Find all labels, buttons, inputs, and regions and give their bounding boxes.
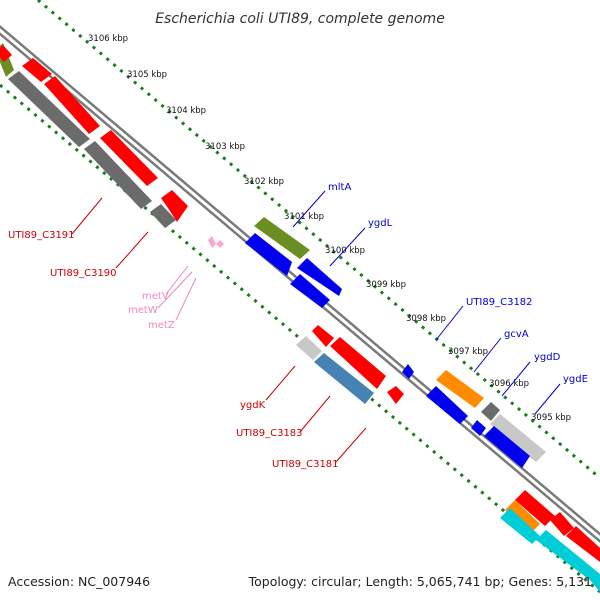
tick-3104: 3104 kbp: [166, 106, 206, 116]
tick-3101: 3101 kbp: [284, 212, 324, 222]
label-gcvA: gcvA: [504, 329, 529, 340]
leader-UTI89_C3182: [435, 305, 464, 341]
leader-ygdK: [265, 365, 296, 401]
topology-text: Topology: circular; Length: 5,065,741 bp…: [248, 574, 592, 589]
gene-group-middle-left: [296, 325, 404, 404]
leader-mltA: [292, 190, 326, 228]
gene-red-lr-2: [550, 512, 574, 536]
gene-lightgrey-6: [490, 414, 546, 462]
leader-metZ: [175, 277, 197, 321]
gene-grey-c: [150, 204, 176, 228]
label-ygdL: ygdL: [368, 218, 393, 229]
gene-blue-6: [484, 426, 530, 468]
gene-blue-4: [426, 386, 468, 424]
tick-3103: 3103 kbp: [205, 142, 245, 152]
gene-group-middle-right: [245, 217, 546, 468]
tick-3097: 3097 kbp: [448, 347, 488, 357]
gene-red-arrow: [161, 190, 188, 222]
tick-3095: 3095 kbp: [531, 413, 571, 423]
tick-3096: 3096 kbp: [489, 379, 529, 389]
leader-UTI89_C3181: [335, 427, 367, 463]
leader-ygdD: [501, 361, 531, 397]
gene-red-ygdK-arrow: [312, 325, 334, 347]
gene-grey-a: [8, 71, 90, 147]
gene-blue-5: [471, 420, 486, 436]
label-metZ: metZ: [148, 320, 175, 331]
gene-orange-lr: [505, 500, 540, 532]
gene-cyan-lr: [500, 508, 540, 544]
tick-3100: 3100 kbp: [325, 246, 365, 256]
label-metW: metW: [128, 305, 158, 316]
gene-group-upper-left: [0, 43, 224, 248]
map-title: Escherichia coli UTI89, complete genome: [155, 11, 445, 27]
leader-gcvA: [473, 337, 502, 373]
gene-blue-2: [297, 258, 342, 296]
gene-red-edge-1: [0, 45, 12, 62]
leader-metW: [157, 271, 193, 309]
gene-grey-5: [481, 402, 500, 421]
tick-3098: 3098 kbp: [406, 314, 446, 324]
label-UTI89_C3182: UTI89_C3182: [466, 297, 533, 308]
leader-ygdL: [329, 227, 366, 267]
label-UTI89_C3183: UTI89_C3183: [236, 428, 303, 439]
tick-3099: 3099 kbp: [366, 280, 406, 290]
tick-3105: 3105 kbp: [127, 70, 167, 80]
gene-orange-gcvA: [436, 370, 484, 408]
gene-group-lower-right: [500, 490, 600, 592]
leader-ygdE: [534, 383, 561, 415]
gene-cyan-lr-2: [536, 530, 600, 592]
label-UTI89_C3190: UTI89_C3190: [50, 268, 117, 279]
label-mltA: mltA: [328, 182, 351, 193]
label-ygdE: ygdE: [563, 374, 588, 385]
leader-metV: [165, 265, 189, 295]
label-ygdK: ygdK: [240, 400, 266, 411]
label-metV: metV: [142, 291, 169, 302]
leader-UTI89_C3190: [115, 231, 149, 269]
gene-grey-b: [84, 141, 152, 209]
gene-red-c: [100, 130, 158, 186]
gene-steelblue-1: [314, 353, 374, 404]
gene-pink-arrows: [208, 236, 224, 248]
tick-3106: 3106 kbp: [88, 34, 128, 44]
tick-3102: 3102 kbp: [244, 177, 284, 187]
gene-red-lr-1: [515, 490, 555, 526]
tick-dots-outer: [37, 0, 600, 480]
tick-line-outer: [37, 0, 600, 480]
leader-UTI89_C3183: [299, 395, 331, 433]
gene-lightgrey-1: [296, 336, 322, 360]
accession-text: Accession: NC_007946: [8, 574, 150, 589]
tick-labels: 3106 kbp 3105 kbp 3104 kbp 3103 kbp 3102…: [88, 34, 571, 423]
gene-blue-small: [402, 364, 414, 379]
leader-UTI89_C3191: [71, 197, 103, 235]
gene-blue-1: [245, 233, 292, 276]
label-UTI89_C3191: UTI89_C3191: [8, 230, 75, 241]
gene-red-a: [22, 58, 52, 82]
label-UTI89_C3181: UTI89_C3181: [272, 459, 339, 470]
gene-red-arrow-2: [387, 386, 404, 404]
gene-red-2: [330, 337, 386, 389]
label-leaders: [71, 190, 561, 463]
gene-labels: mltA ygdL UTI89_C3182 gcvA ygdD ygdE UTI…: [8, 182, 588, 470]
label-ygdD: ygdD: [534, 352, 561, 363]
gene-red-b: [44, 76, 100, 134]
gene-blue-3: [290, 274, 330, 308]
gene-red-lr-3: [566, 526, 600, 562]
gene-olive-mltA: [254, 217, 310, 259]
